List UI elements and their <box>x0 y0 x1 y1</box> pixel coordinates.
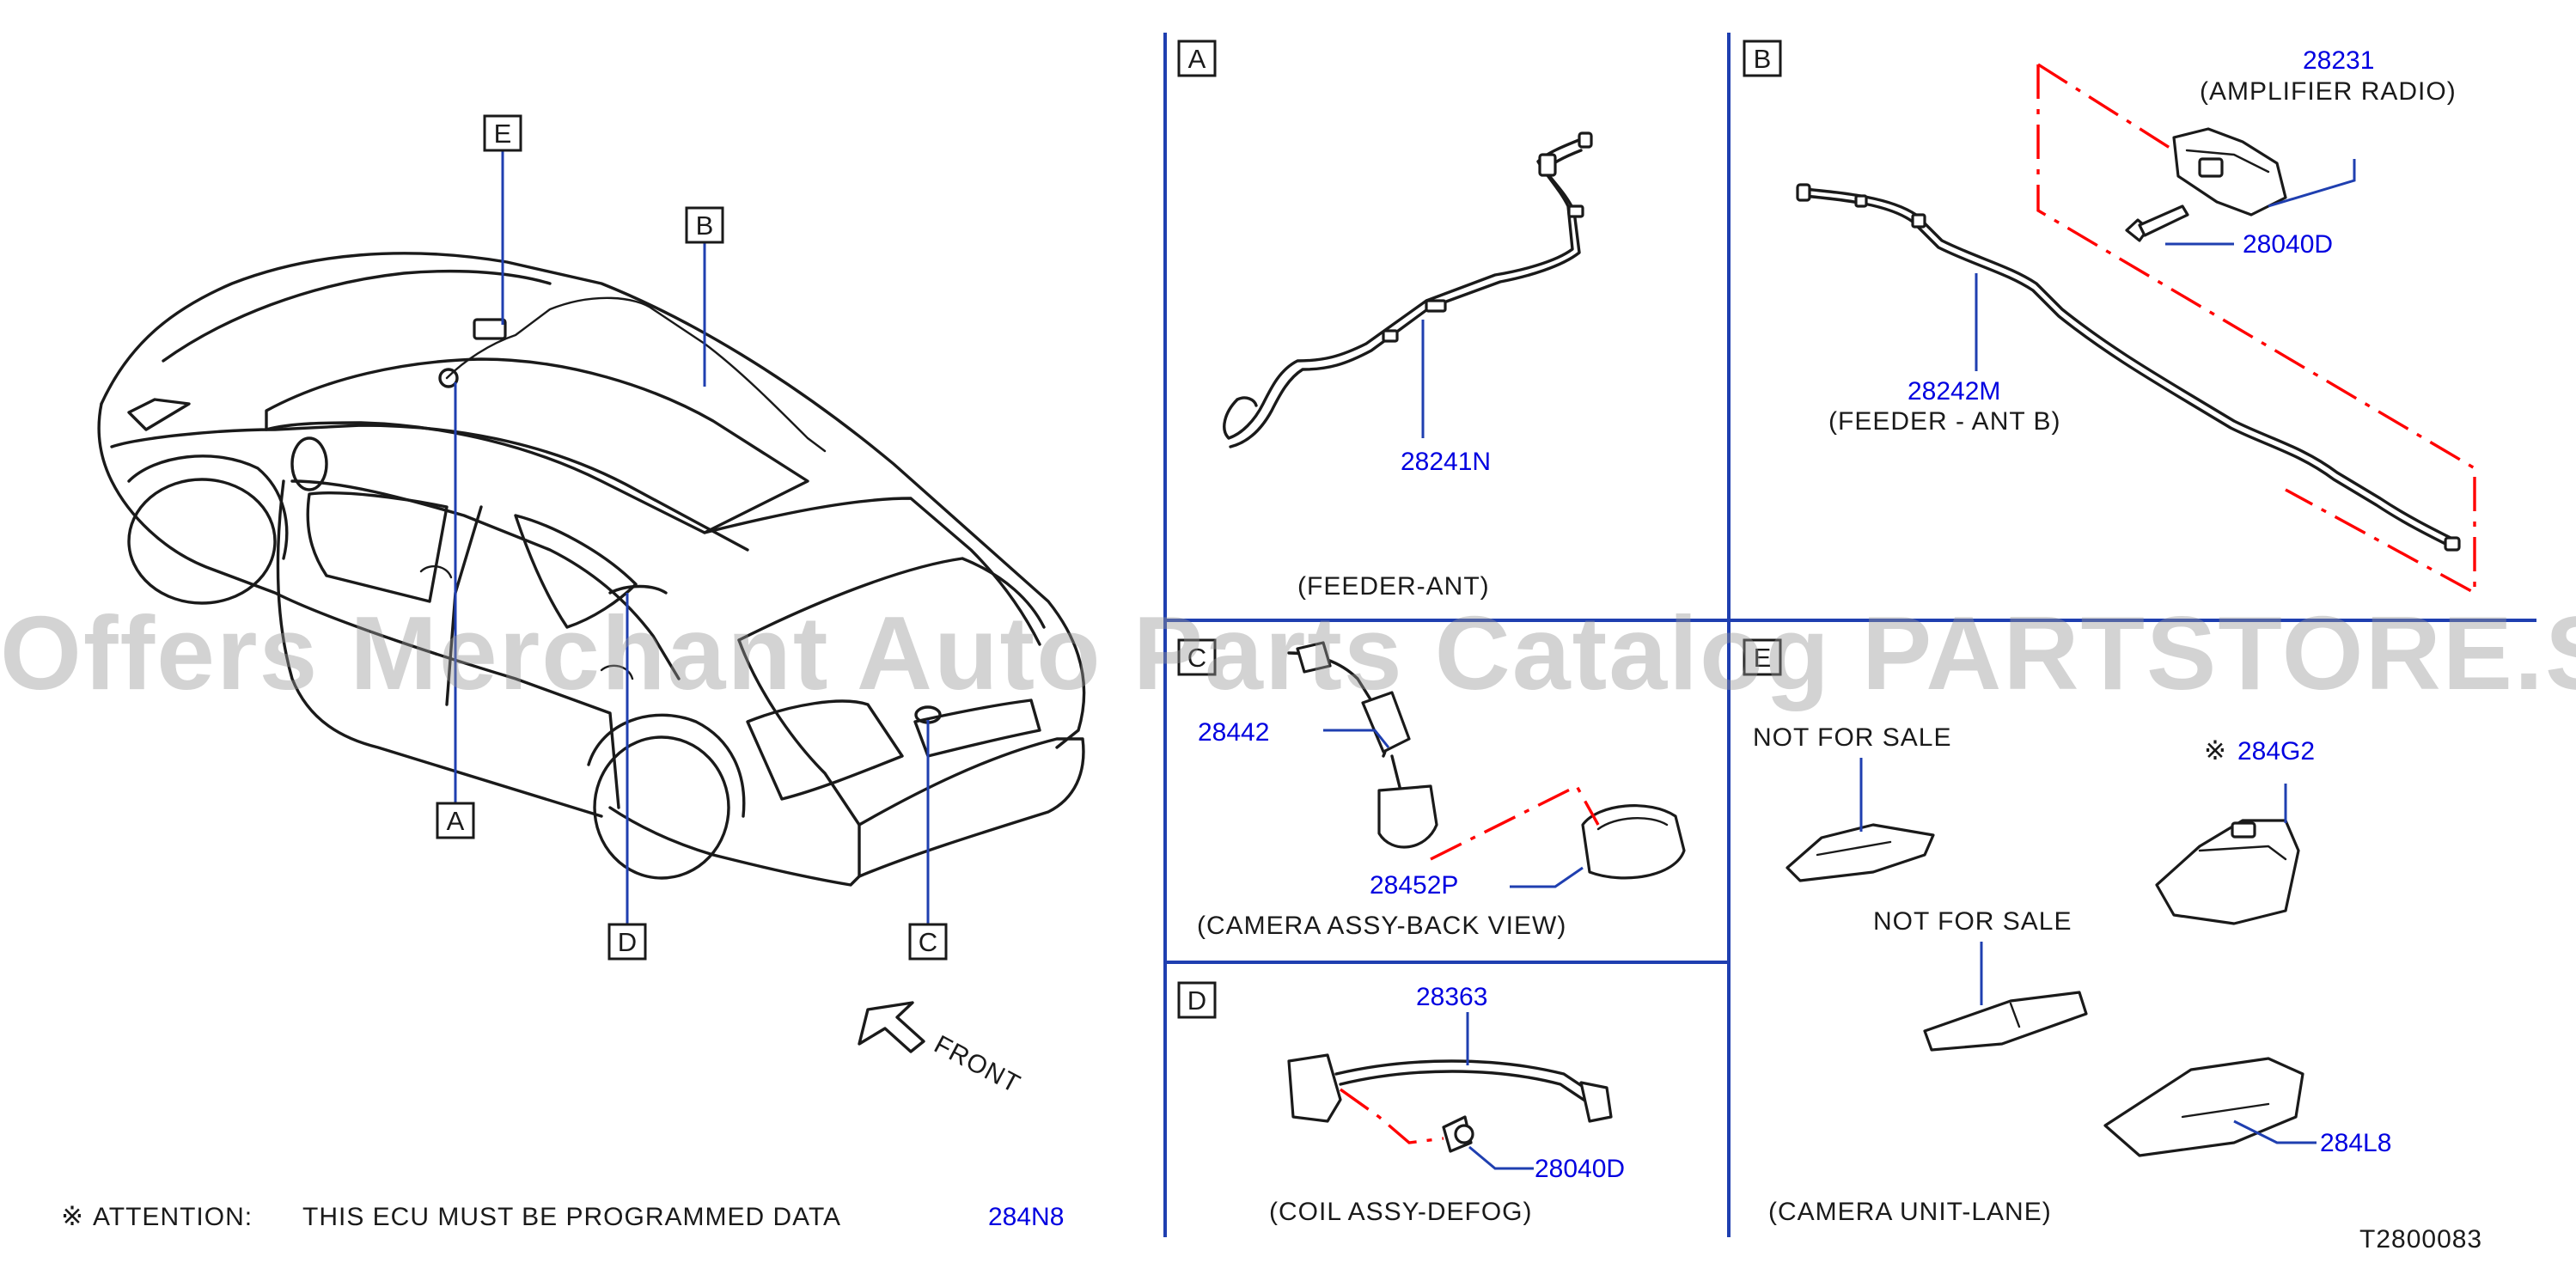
diagram-id: T2800083 <box>2359 1225 2482 1254</box>
part-284g2[interactable]: 284G2 <box>2237 737 2315 766</box>
callout-d[interactable]: D <box>607 923 647 961</box>
svg-text:E: E <box>494 119 512 149</box>
callout-c[interactable]: C <box>908 923 948 961</box>
attention-icon: ※ <box>61 1201 83 1231</box>
defog-coil-drawing <box>1287 1053 1613 1123</box>
caption-amplifier-radio: (AMPLIFIER RADIO) <box>2200 77 2457 106</box>
svg-text:B: B <box>696 210 714 241</box>
svg-text:B: B <box>1754 44 1772 74</box>
section-a: A 28241N (FEEDER-ANT) <box>1177 40 1593 601</box>
not-for-sale-label-2: NOT FOR SALE <box>1873 907 2072 936</box>
attention-mark-icon: ※ <box>2204 735 2226 766</box>
section-c: C 28442 28452P (CAMERA ASSY-BACK VIEW) <box>1177 638 1686 940</box>
callout-a[interactable]: A <box>436 802 475 839</box>
section-dividers <box>1163 33 2536 1237</box>
part-28040d-b[interactable]: 28040D <box>2243 230 2333 259</box>
callout-e[interactable]: E <box>483 114 522 152</box>
svg-text:C: C <box>1187 643 1206 673</box>
svg-text:E: E <box>1754 643 1772 673</box>
part-28242m[interactable]: 28242M <box>1908 377 2000 406</box>
vehicle-overview: E B A D C FRONT <box>97 114 1086 1099</box>
svg-text:D: D <box>1187 985 1206 1016</box>
camera-unit-lane-drawing <box>2155 819 2300 925</box>
front-label: FRONT <box>930 1030 1025 1099</box>
bolt-28040d-b-drawing <box>2125 204 2189 242</box>
svg-text:D: D <box>618 927 637 957</box>
bolt-28040d-d-drawing <box>1442 1115 1474 1153</box>
section-e: E NOT FOR SALE NOT FOR SALE ※ 284G2 284L… <box>1743 638 2391 1226</box>
part-28231[interactable]: 28231 <box>2303 46 2374 75</box>
camera-part-nfs-2-drawing <box>1923 991 2088 1052</box>
caption-camera-back-view: (CAMERA ASSY-BACK VIEW) <box>1197 912 1566 940</box>
caption-feeder-ant: (FEEDER-ANT) <box>1297 572 1490 601</box>
part-28040d-d[interactable]: 28040D <box>1535 1155 1625 1183</box>
section-b: B 28231 (AMPLIFIER RADIO) 28040D 28242M … <box>1743 40 2476 595</box>
caption-coil-defog: (COIL ASSY-DEFOG) <box>1269 1198 1533 1226</box>
attention-label: ATTENTION: <box>93 1203 253 1231</box>
footer: ※ ATTENTION: THIS ECU MUST BE PROGRAMMED… <box>61 1201 2482 1254</box>
attention-text: THIS ECU MUST BE PROGRAMMED DATA <box>302 1203 841 1231</box>
car-body-drawing <box>97 252 1086 887</box>
front-arrow-icon <box>858 1001 925 1053</box>
feeder-ant-drawing <box>1223 131 1593 448</box>
caption-feeder-ant-b: (FEEDER - ANT B) <box>1828 407 2060 436</box>
callout-b[interactable]: B <box>685 206 724 244</box>
amplifier-radio-drawing <box>2172 127 2287 217</box>
feeder-ant-b-drawing <box>1796 183 2461 552</box>
svg-text:A: A <box>447 806 465 836</box>
svg-text:A: A <box>1188 44 1206 74</box>
part-284n8[interactable]: 284N8 <box>988 1203 1064 1231</box>
not-for-sale-label-1: NOT FOR SALE <box>1753 723 1952 752</box>
caption-camera-unit-lane: (CAMERA UNIT-LANE) <box>1768 1198 2052 1226</box>
camera-part-nfs-1-drawing <box>1785 823 1935 882</box>
camera-bracket-drawing <box>1581 804 1686 880</box>
back-view-camera-drawing <box>1287 641 1438 849</box>
part-284l8[interactable]: 284L8 <box>2320 1129 2391 1157</box>
part-28241n[interactable]: 28241N <box>1401 448 1491 476</box>
part-28452p[interactable]: 28452P <box>1370 871 1458 900</box>
section-d: D 28363 28040D (COIL ASSY-DEFOG) <box>1177 981 1625 1226</box>
svg-text:C: C <box>919 927 937 957</box>
part-28442[interactable]: 28442 <box>1198 718 1269 747</box>
part-28363[interactable]: 28363 <box>1416 983 1487 1011</box>
